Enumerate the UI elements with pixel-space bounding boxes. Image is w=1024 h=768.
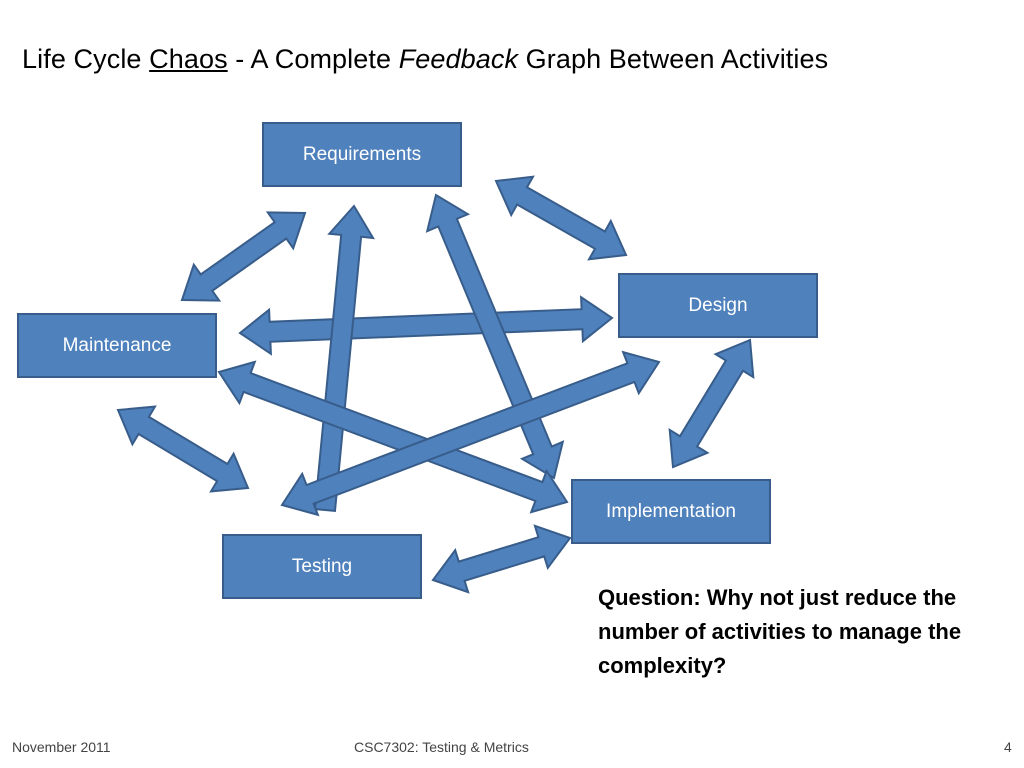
node-maintenance: Maintenance	[17, 313, 217, 378]
title-part-4: Feedback	[398, 44, 519, 74]
arrow-testing-implementation	[431, 524, 572, 594]
node-testing-label: Testing	[291, 555, 353, 577]
title-part-3: - A Complete	[227, 44, 399, 74]
question-text: Question: Why not just reduce the number…	[598, 585, 962, 678]
title-part-5: Graph Between Activities	[518, 44, 829, 74]
footer-page-number: 4	[1004, 739, 1012, 755]
arrow-maintenance-testing	[116, 405, 250, 493]
node-requirements: Requirements	[262, 122, 462, 187]
arrow-requirements-design	[494, 175, 628, 261]
node-maintenance-label: Maintenance	[62, 334, 172, 356]
node-design: Design	[618, 273, 818, 338]
arrow-testing-design	[280, 350, 661, 517]
title-part-2: Chaos	[149, 44, 228, 74]
footer-course: CSC7302: Testing & Metrics	[354, 739, 529, 755]
node-design-label: Design	[688, 294, 748, 316]
node-testing: Testing	[222, 534, 422, 599]
slide-title: Life Cycle Chaos - A Complete Feedback G…	[22, 44, 828, 75]
arrow-testing-requirements	[313, 204, 375, 512]
arrow-maintenance-requirements	[180, 211, 307, 302]
title-part-1: Life Cycle	[22, 44, 150, 74]
arrow-design-implementation	[668, 338, 755, 469]
node-implementation: Implementation	[571, 479, 771, 544]
node-implementation-label: Implementation	[606, 500, 736, 522]
arrow-maintenance-design	[238, 295, 614, 356]
node-requirements-label: Requirements	[302, 143, 422, 165]
arrow-maintenance-implementation	[217, 360, 569, 514]
footer-date: November 2011	[12, 739, 111, 755]
